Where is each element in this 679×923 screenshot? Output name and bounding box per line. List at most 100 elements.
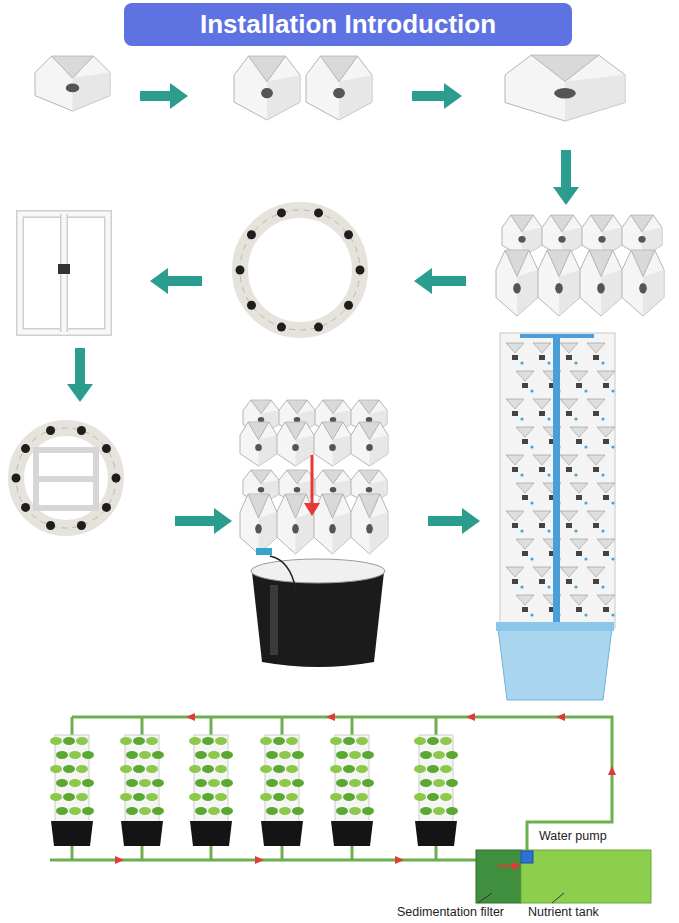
pocket-hole [522, 439, 528, 444]
water-drop [520, 361, 523, 364]
leaf [56, 751, 68, 759]
leaf [56, 779, 68, 787]
tower-pocket [560, 343, 578, 353]
label-anchor: Sedimentation filter [396, 905, 505, 920]
module-cup [547, 250, 571, 276]
pvc-frame [20, 214, 108, 332]
module-shade [333, 512, 352, 554]
water-drop [601, 361, 604, 364]
pocket-hole [603, 439, 609, 444]
pipe-line [281, 717, 284, 736]
ring-seam [240, 210, 360, 330]
pipe-line [71, 717, 74, 736]
module-hole [638, 236, 645, 243]
ring-hole [102, 503, 111, 512]
bucket-highlight [270, 585, 278, 655]
ring-hole [277, 208, 286, 217]
leaf [120, 737, 132, 745]
water-pump [521, 851, 533, 863]
step-arrow [175, 508, 232, 534]
leaf [440, 765, 452, 773]
module-body [277, 422, 314, 466]
frame-pipe [20, 214, 108, 332]
pocket-hole [566, 411, 572, 416]
tower-pocket [587, 343, 605, 353]
nutrient-tank [521, 850, 651, 903]
water-drop [584, 445, 587, 448]
leader-line [552, 893, 564, 903]
module-body [580, 250, 622, 316]
tower-bucket [331, 821, 373, 846]
assembled-tower [496, 333, 615, 700]
leaf [208, 779, 220, 787]
leaf [120, 765, 132, 773]
water-drop [520, 585, 523, 588]
leaf [420, 807, 432, 815]
leaf [440, 737, 452, 745]
module-hole [329, 524, 336, 534]
water-drop [530, 557, 533, 560]
planter-module [505, 55, 625, 121]
pocket-hole [593, 467, 599, 472]
module-cup [248, 422, 269, 440]
leaf [362, 807, 374, 815]
module-hole [330, 487, 336, 492]
leaf [260, 765, 272, 773]
blue-bucket [498, 628, 612, 700]
module-hole [366, 444, 373, 451]
ring-hole [77, 521, 86, 530]
tower-pocket [587, 567, 605, 577]
leaf [362, 779, 374, 787]
module-body [505, 55, 625, 121]
tower-pocket [533, 343, 551, 353]
flow-arrow [466, 713, 475, 721]
bucket-lid [251, 559, 385, 583]
ring-hole [247, 230, 256, 239]
module-body [234, 56, 300, 120]
water-drop [547, 361, 550, 364]
module-body [35, 56, 110, 111]
ring-hole [344, 301, 353, 310]
module-cup [249, 56, 286, 82]
leaf [152, 779, 164, 787]
tower-pocket [506, 399, 524, 409]
leaf [273, 793, 285, 801]
leaf [446, 807, 458, 815]
tower-pocket [570, 483, 588, 493]
module-hole [518, 236, 525, 243]
water-drop [574, 417, 577, 420]
ring-hole [314, 323, 323, 332]
leaf [69, 751, 81, 759]
pocket-hole [576, 495, 582, 500]
module-hole [598, 236, 605, 243]
leaf [356, 793, 368, 801]
assembly-steps [12, 55, 665, 700]
step-arrow [67, 348, 93, 402]
water-drop [584, 501, 587, 504]
tower-pocket [587, 511, 605, 521]
module-cup [359, 422, 380, 440]
tower-pocket [597, 595, 615, 605]
tower-pocket [570, 595, 588, 605]
module-shade [370, 435, 389, 466]
pipe-line [210, 717, 213, 736]
pipe-line [435, 717, 438, 736]
leaf [414, 765, 426, 773]
tower-pocket [560, 399, 578, 409]
module-cup [321, 56, 358, 82]
module-cup [551, 215, 573, 232]
module-cup [285, 422, 306, 440]
leaf [195, 807, 207, 815]
ring-hole [46, 521, 55, 530]
leaf [82, 807, 94, 815]
leaf [133, 765, 145, 773]
module-body [314, 422, 351, 466]
module-shade [559, 270, 580, 316]
flow-arrow [395, 856, 404, 864]
leaf [440, 793, 452, 801]
label-anchor: Nutrient tank [527, 905, 600, 920]
leaf [195, 779, 207, 787]
module-cup [359, 494, 380, 518]
module-shade [517, 270, 538, 316]
module-cup [248, 494, 269, 518]
